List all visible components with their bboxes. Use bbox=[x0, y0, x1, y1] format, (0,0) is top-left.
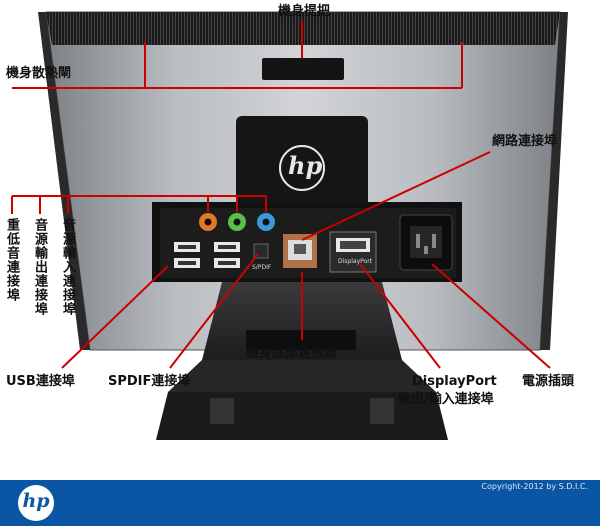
audio-line-out-label: 重低音連接埠 bbox=[4, 218, 19, 302]
copyright-text: Copyright-2012 by S.D.I.C. bbox=[481, 482, 588, 491]
handle bbox=[262, 58, 344, 80]
callout-lines bbox=[11, 20, 551, 369]
usb-ports bbox=[174, 242, 240, 268]
spdif-port-label: S/PDIF bbox=[252, 264, 272, 271]
audio-in-label: 音源輸入連接埠 bbox=[60, 218, 75, 316]
audio-out-label: 音源輸出連接埠 bbox=[32, 218, 47, 316]
footer-hp-logo: hp bbox=[18, 485, 54, 521]
usb-label: USB連接埠 bbox=[6, 374, 75, 389]
displayport-label-2: 輸出/輸入連接埠 bbox=[398, 392, 494, 407]
vent-label: 機身散熱閘 bbox=[6, 66, 72, 81]
spdif-label: SPDIF連接埠 bbox=[108, 374, 191, 389]
displayport-label-1: DisplayPort bbox=[412, 374, 497, 389]
displayport-port-label: DisplayPort bbox=[338, 258, 373, 265]
footer-logo-text: hp bbox=[22, 490, 50, 512]
power-label: 電源插頭 bbox=[522, 374, 575, 389]
handle-label: 機身提把 bbox=[278, 4, 331, 19]
hp-logo-text: hp bbox=[288, 151, 323, 180]
dock-label: 機身底部連接端 bbox=[246, 346, 338, 361]
footer-bar bbox=[0, 480, 600, 526]
hp-logo bbox=[279, 145, 325, 191]
network-label: 網路連接埠 bbox=[492, 134, 558, 149]
